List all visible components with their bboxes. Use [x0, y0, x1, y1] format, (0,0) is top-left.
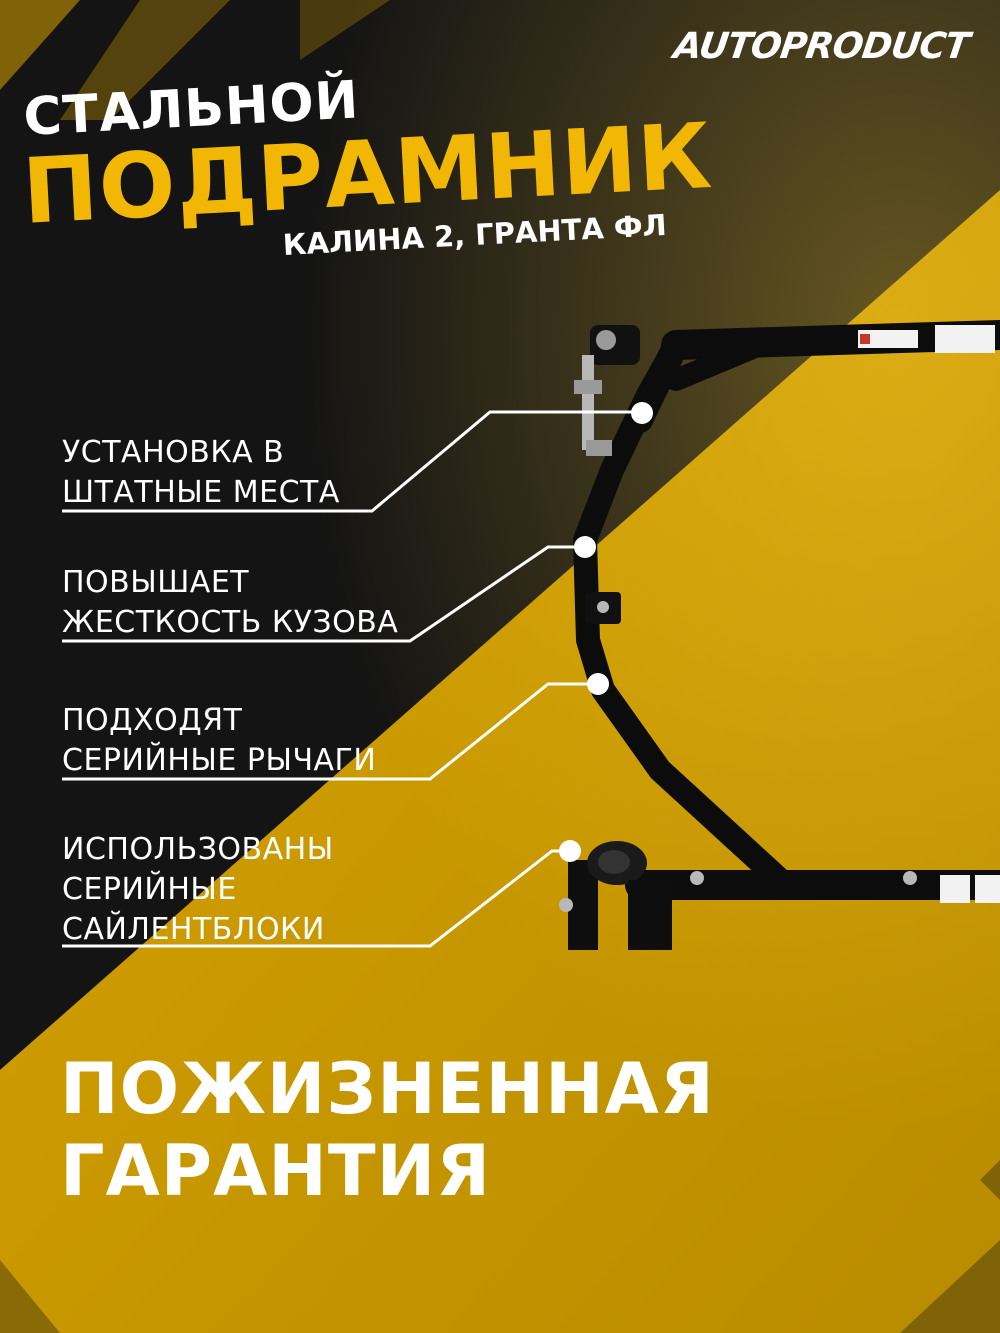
feature-bushings-line-3: САЙЛЕНТБЛОКИ	[62, 912, 325, 947]
feature-arms: ПОДХОДЯТ СЕРИЙНЫЕ РЫЧАГИ	[62, 701, 376, 781]
warranty-line-1: ПОЖИЗНЕННАЯ	[60, 1048, 715, 1130]
feature-install-line-1: УСТАНОВКА В	[62, 435, 285, 470]
feature-rigidity-line-2: ЖЕСТКОСТЬ КУЗОВА	[62, 605, 399, 640]
feature-rigidity-line-1: ПОВЫШАЕТ	[62, 565, 250, 600]
feature-rigidity: ПОВЫШАЕТ ЖЕСТКОСТЬ КУЗОВА	[62, 563, 398, 643]
feature-install-line-2: ШТАТНЫЕ МЕСТА	[62, 475, 340, 510]
brand-logo: AUTOPRODUCT	[670, 26, 971, 67]
feature-arms-line-2: СЕРИЙНЫЕ РЫЧАГИ	[62, 743, 377, 778]
feature-bushings: ИСПОЛЬЗОВАНЫ СЕРИЙНЫЕ САЙЛЕНТБЛОКИ	[62, 830, 334, 950]
hazard-stripes-bottom	[0, 1160, 1000, 1333]
feature-bushings-line-2: СЕРИЙНЫЕ	[62, 872, 237, 907]
warranty-line-2: ГАРАНТИЯ	[60, 1130, 492, 1212]
warranty-banner: ПОЖИЗНЕННАЯ ГАРАНТИЯ	[60, 1048, 715, 1212]
feature-arms-line-1: ПОДХОДЯТ	[62, 703, 243, 738]
feature-bushings-line-1: ИСПОЛЬЗОВАНЫ	[62, 832, 334, 867]
feature-install: УСТАНОВКА В ШТАТНЫЕ МЕСТА	[62, 433, 340, 513]
